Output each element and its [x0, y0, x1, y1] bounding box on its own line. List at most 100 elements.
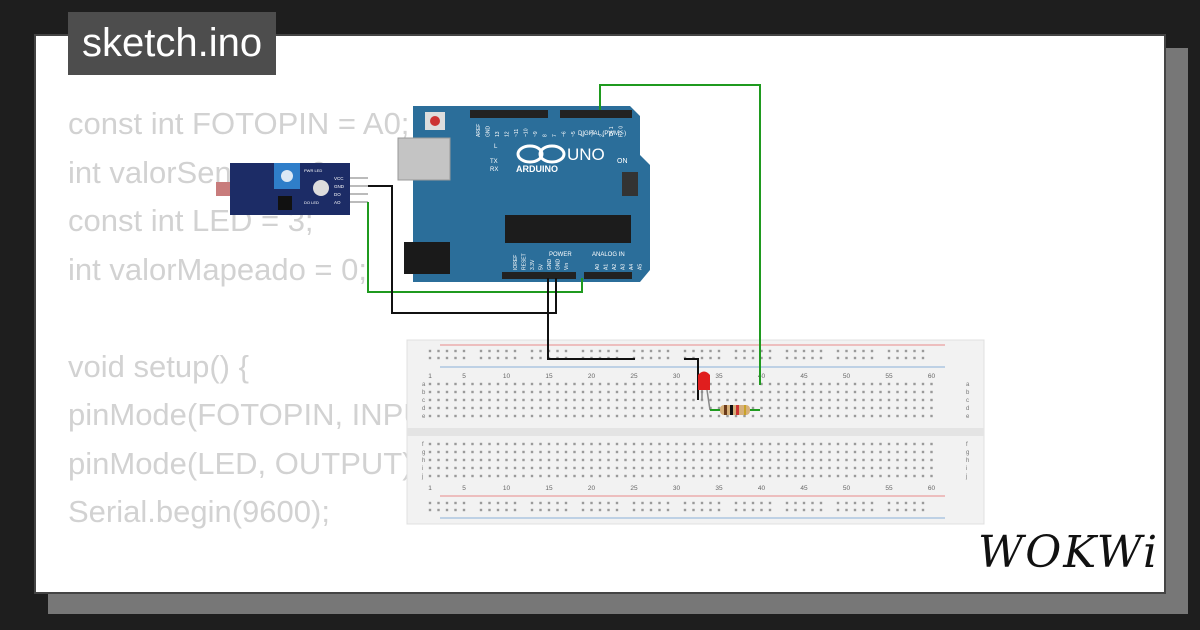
breadboard-hole[interactable] [530, 406, 534, 410]
breadboard-hole[interactable] [607, 458, 610, 462]
breadboard-hole[interactable] [581, 508, 585, 512]
breadboard-hole[interactable] [700, 458, 704, 462]
breadboard-hole[interactable] [709, 501, 712, 505]
breadboard-hole[interactable] [539, 398, 542, 402]
breadboard-hole[interactable] [853, 356, 857, 360]
resistor[interactable] [710, 405, 760, 415]
breadboard-hole[interactable] [836, 466, 840, 470]
breadboard-hole[interactable] [760, 382, 763, 386]
breadboard-hole[interactable] [564, 442, 568, 446]
breadboard-hole[interactable] [479, 466, 483, 470]
breadboard-hole[interactable] [445, 356, 449, 360]
breadboard-hole[interactable] [870, 442, 874, 446]
breadboard-hole[interactable] [879, 450, 882, 454]
breadboard-hole[interactable] [777, 414, 780, 418]
breadboard-hole[interactable] [547, 508, 551, 512]
breadboard-hole[interactable] [666, 356, 670, 360]
breadboard-hole[interactable] [505, 501, 508, 505]
breadboard-hole[interactable] [488, 414, 491, 418]
breadboard-hole[interactable] [930, 414, 933, 418]
breadboard-hole[interactable] [828, 458, 831, 462]
breadboard-hole[interactable] [454, 414, 457, 418]
breadboard-hole[interactable] [692, 450, 695, 454]
breadboard-hole[interactable] [743, 508, 746, 512]
breadboard-hole[interactable] [513, 414, 517, 418]
breadboard-hole[interactable] [930, 390, 933, 394]
breadboard-hole[interactable] [887, 450, 891, 454]
breadboard-hole[interactable] [513, 508, 517, 512]
breadboard-hole[interactable] [428, 508, 432, 512]
breadboard-hole[interactable] [649, 458, 653, 462]
breadboard-hole[interactable] [573, 398, 576, 402]
breadboard-hole[interactable] [794, 398, 797, 402]
breadboard-hole[interactable] [624, 390, 627, 394]
breadboard-hole[interactable] [785, 390, 789, 394]
breadboard-hole[interactable] [768, 398, 772, 402]
breadboard-hole[interactable] [683, 349, 687, 353]
breadboard-hole[interactable] [683, 501, 687, 505]
breadboard-hole[interactable] [794, 501, 797, 505]
breadboard-hole[interactable] [845, 349, 848, 353]
breadboard-hole[interactable] [428, 474, 432, 478]
breadboard-hole[interactable] [819, 501, 823, 505]
breadboard-hole[interactable] [896, 474, 899, 478]
breadboard-hole[interactable] [726, 442, 729, 446]
breadboard-hole[interactable] [658, 474, 661, 478]
breadboard-hole[interactable] [896, 390, 899, 394]
breadboard-hole[interactable] [760, 414, 763, 418]
breadboard-hole[interactable] [862, 349, 865, 353]
breadboard-hole[interactable] [479, 356, 483, 360]
breadboard-hole[interactable] [683, 466, 687, 470]
breadboard-hole[interactable] [777, 382, 780, 386]
breadboard-hole[interactable] [598, 349, 602, 353]
breadboard-hole[interactable] [437, 390, 440, 394]
breadboard-hole[interactable] [513, 458, 517, 462]
breadboard-hole[interactable] [649, 390, 653, 394]
breadboard-hole[interactable] [539, 382, 542, 386]
breadboard-hole[interactable] [641, 414, 644, 418]
breadboard-hole[interactable] [624, 466, 627, 470]
breadboard-hole[interactable] [615, 406, 619, 410]
breadboard-hole[interactable] [913, 406, 916, 410]
breadboard-hole[interactable] [590, 349, 593, 353]
breadboard-hole[interactable] [454, 398, 457, 402]
breadboard-hole[interactable] [607, 398, 610, 402]
breadboard-hole[interactable] [802, 382, 806, 386]
breadboard-hole[interactable] [904, 398, 908, 402]
breadboard-hole[interactable] [904, 382, 908, 386]
breadboard-hole[interactable] [683, 442, 687, 446]
potentiometer-knob[interactable] [281, 170, 293, 182]
breadboard-hole[interactable] [887, 349, 891, 353]
breadboard-hole[interactable] [607, 442, 610, 446]
breadboard-hole[interactable] [819, 406, 823, 410]
breadboard-hole[interactable] [802, 458, 806, 462]
breadboard-hole[interactable] [649, 382, 653, 386]
breadboard-hole[interactable] [632, 501, 636, 505]
breadboard-hole[interactable] [734, 382, 738, 386]
breadboard-hole[interactable] [751, 382, 755, 386]
breadboard-hole[interactable] [870, 390, 874, 394]
breadboard-hole[interactable] [862, 450, 865, 454]
breadboard-hole[interactable] [700, 414, 704, 418]
breadboard-hole[interactable] [819, 458, 823, 462]
breadboard-hole[interactable] [522, 474, 525, 478]
breadboard-hole[interactable] [632, 349, 636, 353]
red-led[interactable] [698, 371, 711, 411]
breadboard-hole[interactable] [870, 398, 874, 402]
breadboard-hole[interactable] [904, 349, 908, 353]
breadboard-hole[interactable] [743, 458, 746, 462]
breadboard-hole[interactable] [760, 474, 763, 478]
breadboard-hole[interactable] [717, 474, 721, 478]
breadboard-hole[interactable] [445, 398, 449, 402]
breadboard-hole[interactable] [785, 349, 789, 353]
breadboard-hole[interactable] [709, 349, 712, 353]
breadboard-hole[interactable] [751, 356, 755, 360]
breadboard-hole[interactable] [743, 442, 746, 446]
breadboard-hole[interactable] [624, 398, 627, 402]
breadboard-hole[interactable] [683, 474, 687, 478]
breadboard-hole[interactable] [768, 406, 772, 410]
breadboard-hole[interactable] [530, 508, 534, 512]
breadboard-hole[interactable] [641, 398, 644, 402]
breadboard-hole[interactable] [479, 382, 483, 386]
breadboard-hole[interactable] [836, 508, 840, 512]
